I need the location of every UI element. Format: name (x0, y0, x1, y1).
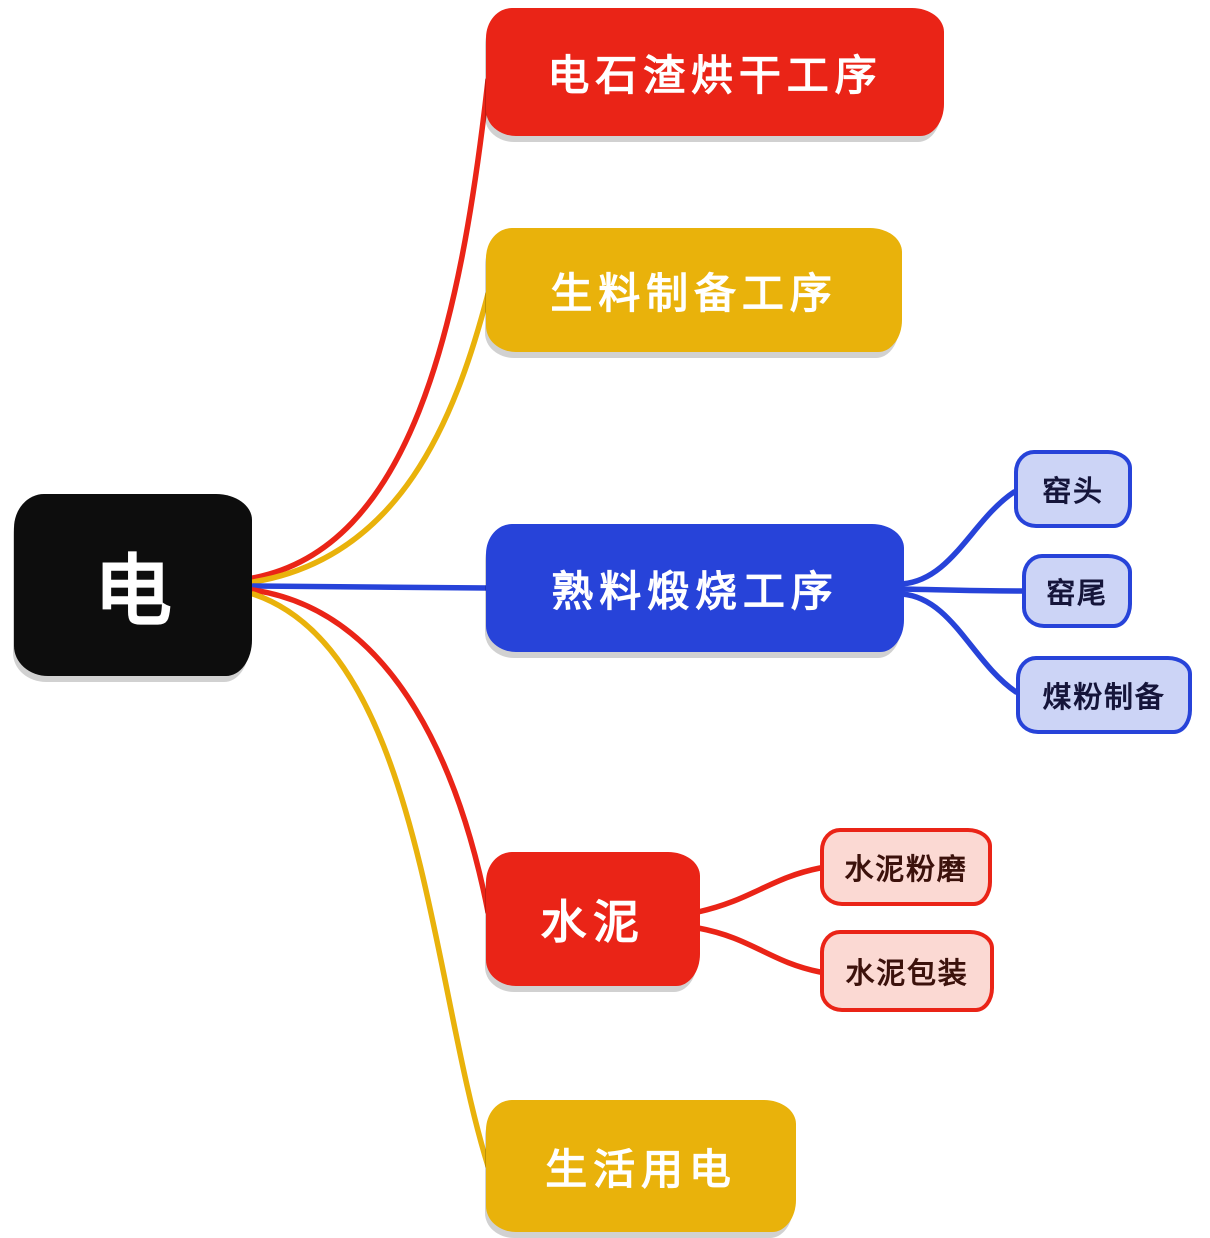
edge-root-to-cement (250, 587, 491, 915)
node-cement-packing[interactable]: 水泥包装 (820, 930, 994, 1012)
node-cement-packing-label: 水泥包装 (845, 956, 969, 990)
edge-root-to-clinker-calcination (250, 583, 491, 591)
node-kiln-tail-label: 窑尾 (1046, 576, 1108, 610)
node-root-label: 电 (93, 547, 172, 637)
edge-clinker-to-kiln-head (899, 489, 1017, 587)
node-cement-grinding-label: 水泥粉磨 (844, 852, 968, 886)
node-cement-label: 水泥 (540, 895, 646, 949)
edge-cement-to-grinding (695, 865, 823, 915)
node-domestic-electricity[interactable]: 生活用电 (486, 1100, 796, 1232)
node-raw-meal-preparation[interactable]: 生料制备工序 (486, 228, 902, 352)
edge-root-to-carbide-slag-drying (250, 77, 491, 581)
edge-clinker-to-kiln-tail (899, 586, 1025, 594)
node-domestic-electricity-label: 生活用电 (545, 1144, 737, 1194)
edge-clinker-to-coal-powder (899, 591, 1019, 695)
node-kiln-head[interactable]: 窑头 (1014, 450, 1132, 528)
edge-cement-to-packing (695, 925, 823, 975)
node-cement[interactable]: 水泥 (486, 852, 700, 986)
node-coal-powder-preparation-label: 煤粉制备 (1042, 680, 1166, 714)
edge-root-to-domestic-electricity (250, 591, 491, 1169)
node-cement-grinding[interactable]: 水泥粉磨 (820, 828, 992, 906)
node-kiln-tail[interactable]: 窑尾 (1022, 554, 1132, 628)
node-carbide-slag-drying-label: 电石渣烘干工序 (547, 50, 883, 100)
node-kiln-head-label: 窑头 (1042, 474, 1104, 508)
edge-root-to-raw-meal-preparation (250, 291, 491, 585)
node-coal-powder-preparation[interactable]: 煤粉制备 (1016, 656, 1192, 734)
node-clinker-calcination-label: 熟料煅烧工序 (551, 566, 839, 616)
node-carbide-slag-drying[interactable]: 电石渣烘干工序 (486, 8, 944, 136)
node-root-electricity[interactable]: 电 (14, 494, 252, 676)
node-raw-meal-preparation-label: 生料制备工序 (550, 268, 838, 318)
node-clinker-calcination[interactable]: 熟料煅烧工序 (486, 524, 904, 652)
